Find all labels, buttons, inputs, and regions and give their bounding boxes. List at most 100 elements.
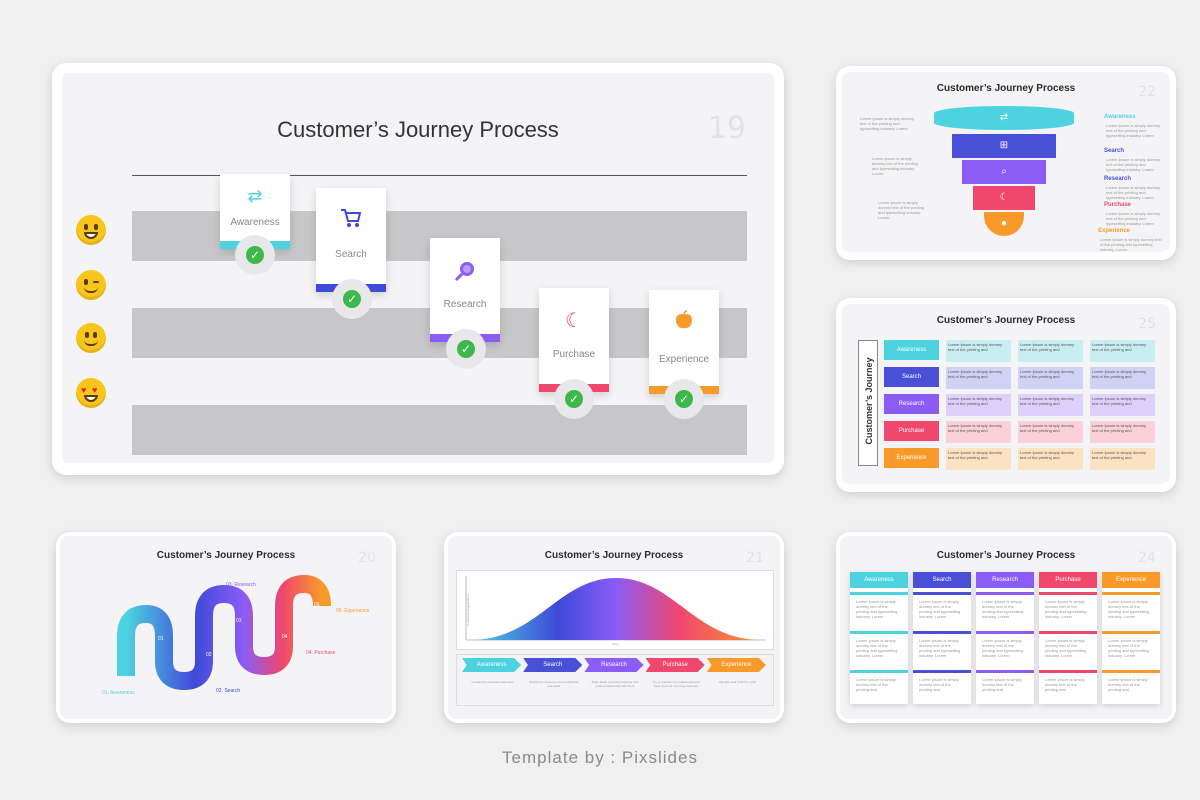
funnel-label: Awareness — [1104, 114, 1136, 120]
slide-25-number: 25 — [1138, 316, 1156, 332]
step-label: Awareness — [230, 217, 280, 228]
check-badge: ✓ — [332, 279, 372, 319]
slide-24-title: Customer’s Journey Process — [936, 550, 1076, 561]
step-purchase[interactable]: ☾ Purchase — [539, 288, 609, 392]
stage-column-header: Search — [913, 572, 971, 588]
funnel-research: ⌕ — [962, 160, 1046, 184]
funnel-purchase: ☾ — [973, 186, 1035, 210]
heart-eyes-emoji-icon: ♥ ♥ — [76, 378, 106, 408]
slide-21-number: 21 — [746, 550, 764, 566]
stage-column-text: Lorem Ipsum is simply dummy text of the … — [856, 677, 896, 692]
slide-21-card[interactable]: Customer’s Journey Process 21 Customer E… — [444, 532, 784, 723]
slide-20-canvas: Customer’s Journey Process 20 01 02 03 0… — [60, 536, 392, 719]
stage-note: Contact the potential customers — [471, 680, 514, 684]
funnel-search: ⊞ — [952, 134, 1056, 158]
funnel-right-text: Lorem Ipsum is simply dummy text of the … — [1106, 157, 1161, 172]
shuffle-icon: ⇄ — [247, 186, 263, 206]
slide-21-title: Customer’s Journey Process — [544, 550, 684, 561]
stage-column-text: Lorem Ipsum is simply dummy text of the … — [919, 677, 959, 692]
stage-column-header: Awareness — [850, 572, 908, 588]
snake-node: 02 — [206, 652, 212, 658]
check-icon: ✓ — [675, 390, 693, 408]
wink-emoji-icon — [76, 270, 106, 300]
table-cell: Lorem Ipsum is simply dummy text of the … — [1018, 340, 1083, 362]
funnel-label: Research — [1104, 176, 1132, 182]
table-row-header: Purchase — [884, 421, 939, 441]
step-label: Search — [335, 249, 367, 260]
stage-column-divider — [850, 592, 908, 595]
x-axis-label: Time — [612, 642, 619, 646]
slide-22-card[interactable]: Customer’s Journey Process 22 ⇄ ⊞ ⌕ ☾ ● … — [836, 66, 1176, 260]
stage-note: Ultimate goal of all the cycle — [718, 680, 757, 684]
snake-node: 01 — [158, 636, 164, 642]
stage-column-text: Lorem Ipsum is simply dummy text of the … — [856, 599, 898, 619]
stage-note: Make leads a priority customer and build… — [591, 680, 639, 688]
table-cell: Lorem Ipsum is simply dummy text of the … — [1090, 448, 1155, 470]
check-icon: ✓ — [565, 390, 583, 408]
stage-column-divider — [850, 670, 908, 673]
stage-notes: Contact the potential customers Check the… — [462, 680, 768, 704]
stage-column-text: Lorem Ipsum is simply dummy text of the … — [1045, 599, 1087, 619]
stage-column-text: Lorem Ipsum is simply dummy text of the … — [1108, 638, 1150, 658]
funnel-label: Purchase — [1104, 202, 1132, 208]
snake-diagram — [117, 574, 331, 691]
slide-20-number: 20 — [358, 550, 376, 566]
funnel-label: Search — [1104, 148, 1125, 154]
grey-stripe — [132, 405, 747, 455]
snake-label-awareness: 01. Awareness — [102, 690, 135, 696]
step-search[interactable]: Search — [316, 188, 386, 292]
stage-column-divider — [913, 592, 971, 595]
slide-25-canvas: Customer’s Journey Process 25 Customer’s… — [842, 304, 1170, 484]
stage-column-text: Lorem Ipsum is simply dummy text of the … — [1045, 677, 1085, 692]
grid-line — [132, 175, 747, 176]
stage-column-text: Lorem Ipsum is simply dummy text of the … — [919, 638, 961, 658]
table-cell: Lorem Ipsum is simply dummy text of the … — [946, 448, 1011, 470]
funnel-label: Experience — [1098, 228, 1131, 234]
table-cell: Lorem Ipsum is simply dummy text of the … — [1018, 394, 1083, 416]
slide-19-card[interactable]: Customer’s Journey Process 19 ♥ ♥ ⇄ Awar… — [52, 63, 784, 475]
stage-arrow: Research — [584, 658, 644, 672]
funnel-right-text: Lorem Ipsum is simply dummy text of the … — [1106, 185, 1161, 200]
magnifier-icon — [430, 260, 500, 287]
bell-curve — [465, 576, 766, 641]
stage-column-divider — [913, 631, 971, 634]
step-research[interactable]: Research — [430, 238, 500, 342]
funnel-awareness: ⇄ — [934, 106, 1074, 130]
funnel-left-text: Lorem Ipsum is simply dummy text of the … — [872, 156, 919, 176]
step-label: Purchase — [552, 349, 596, 360]
table-cell: Lorem Ipsum is simply dummy text of the … — [1018, 448, 1083, 470]
slide-19-canvas: Customer’s Journey Process 19 ♥ ♥ ⇄ Awar… — [62, 73, 774, 463]
check-badge: ✓ — [554, 379, 594, 419]
stage-note: Try to maintain the relationship and kee… — [652, 680, 700, 688]
table-cell: Lorem Ipsum is simply dummy text of the … — [1018, 367, 1083, 389]
apple-icon — [649, 310, 719, 335]
funnel-left-text: Lorem Ipsum is simply dummy text of the … — [878, 200, 925, 220]
check-badge: ✓ — [446, 329, 486, 369]
footer-credit: Template by : Pixslides — [502, 748, 698, 767]
stage-note: Check the customer into a subscriber and… — [529, 680, 579, 688]
funnel-right-text: Lorem Ipsum is simply dummy text of the … — [1106, 123, 1161, 138]
stage-column-divider — [850, 631, 908, 634]
check-icon: ✓ — [457, 340, 475, 358]
slide-25-card[interactable]: Customer’s Journey Process 25 Customer’s… — [836, 298, 1176, 492]
check-badge: ✓ — [235, 235, 275, 275]
table-cell: Lorem Ipsum is simply dummy text of the … — [1090, 367, 1155, 389]
check-icon: ✓ — [343, 290, 361, 308]
table-cell: Lorem Ipsum is simply dummy text of the … — [1090, 394, 1155, 416]
table-cell: Lorem Ipsum is simply dummy text of the … — [946, 340, 1011, 362]
slide-24-number: 24 — [1138, 550, 1156, 566]
slide-20-title: Customer’s Journey Process — [156, 550, 296, 561]
slide-20-card[interactable]: Customer’s Journey Process 20 01 02 03 0… — [56, 532, 396, 723]
side-label: Customer’s Journey — [864, 357, 874, 445]
snake-label-purchase: 04. Purchase — [306, 650, 336, 656]
step-label: Experience — [658, 354, 710, 365]
